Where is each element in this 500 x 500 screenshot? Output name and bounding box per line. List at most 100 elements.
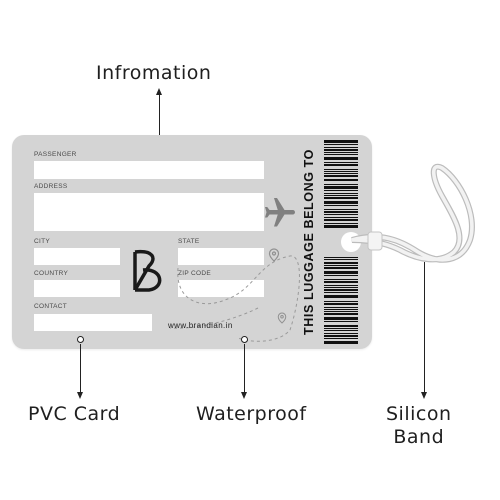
barcode-bar	[324, 333, 358, 334]
barcode-bar	[324, 211, 358, 213]
barcode-bar	[324, 289, 358, 291]
barcode-bar	[324, 287, 358, 288]
barcode-bar	[324, 152, 358, 153]
barcode-bar	[324, 311, 358, 312]
barcode-bar	[324, 193, 358, 194]
barcode-bar	[324, 267, 358, 269]
callout-line-silicon	[424, 262, 426, 392]
barcode-bar	[324, 140, 358, 143]
dashed-route-line-2	[169, 307, 259, 329]
barcode-bar	[324, 149, 358, 151]
dashed-route-line	[177, 255, 300, 342]
luggage-tag-card: PASSENGER ADDRESS CITY STATE COUNTRY ZIP…	[12, 135, 372, 349]
barcode-bar	[324, 162, 358, 163]
state-label: STATE	[178, 238, 200, 245]
barcode-bar	[324, 175, 358, 177]
barcode-bar	[324, 171, 358, 172]
barcode-bar	[324, 195, 358, 196]
barcode-bar	[324, 292, 358, 293]
barcode-bar	[324, 281, 358, 283]
barcode-bar	[324, 259, 358, 260]
barcode-bar	[324, 169, 358, 170]
barcode-bar	[324, 173, 358, 174]
callout-dot-waterproof	[241, 336, 248, 343]
barcode-bar	[324, 330, 358, 331]
barcode-bar	[324, 147, 358, 148]
barcode-bar	[324, 307, 358, 308]
zip-code-field[interactable]	[178, 280, 264, 297]
barcode-bar	[324, 217, 358, 218]
barcode	[324, 140, 358, 344]
barcode-bar	[324, 279, 358, 280]
callout-arrow-down	[421, 392, 427, 399]
city-field[interactable]	[34, 248, 120, 265]
airplane-icon	[265, 198, 295, 227]
address-field[interactable]	[34, 193, 264, 231]
barcode-bar	[324, 209, 358, 210]
barcode-bar	[324, 325, 358, 327]
location-pin-icon	[268, 248, 280, 262]
barcode-bar	[324, 197, 358, 199]
contact-label: CONTACT	[34, 303, 68, 310]
barcode-bar	[324, 271, 358, 274]
barcode-bar	[324, 317, 358, 320]
barcode-bar	[324, 219, 358, 221]
band-clasp	[367, 231, 383, 251]
barcode-bar	[324, 225, 358, 228]
website-text: www.brandian.in	[168, 321, 233, 330]
city-label: CITY	[34, 238, 51, 245]
callout-line-pvc	[80, 344, 82, 392]
country-label: COUNTRY	[34, 270, 69, 277]
barcode-bar	[324, 328, 358, 329]
barcode-bar	[324, 285, 358, 286]
passenger-label: PASSENGER	[34, 151, 77, 158]
callout-silicon-line1: Silicon	[386, 403, 452, 425]
barcode-bar	[324, 275, 358, 276]
callout-waterproof: Waterproof	[196, 403, 307, 425]
barcode-bar	[324, 164, 358, 166]
barcode-bar	[324, 201, 358, 204]
callout-pvc-card: PVC Card	[28, 403, 121, 425]
barcode-bar	[324, 341, 358, 344]
passenger-field[interactable]	[34, 161, 264, 179]
barcode-bar	[324, 303, 358, 305]
barcode-bar	[324, 144, 358, 145]
barcode-bar	[324, 223, 358, 224]
country-field[interactable]	[34, 280, 120, 297]
zip-code-label: ZIP CODE	[178, 270, 211, 277]
address-label: ADDRESS	[34, 183, 68, 190]
contact-field[interactable]	[34, 314, 152, 331]
barcode-bar	[324, 157, 358, 160]
barcode-bar	[324, 313, 358, 315]
barcode-bar	[324, 301, 358, 302]
brand-logo	[133, 249, 162, 292]
callout-arrow-down	[241, 392, 247, 399]
callout-line-information	[159, 94, 161, 149]
callout-dot-pvc	[77, 336, 84, 343]
barcode-bar	[324, 190, 358, 191]
state-field[interactable]	[178, 248, 264, 265]
barcode-bar	[324, 214, 358, 215]
callout-silicon-line2: Band	[393, 426, 445, 448]
callout-line-waterproof	[244, 344, 246, 392]
barcode-bar	[324, 321, 358, 322]
location-pin-icon	[277, 312, 287, 324]
barcode-bar	[324, 186, 358, 189]
callout-silicon-band: Silicon Band	[386, 403, 452, 449]
barcode-bar	[324, 179, 358, 181]
callout-information: Infromation	[96, 62, 212, 84]
barcode-bar	[324, 309, 358, 310]
barcode-bar	[324, 257, 358, 258]
callout-arrow-down	[77, 392, 83, 399]
barcode-bar	[324, 184, 358, 185]
barcode-bar	[324, 205, 358, 206]
callout-arrow-up	[156, 88, 162, 95]
barcode-bar	[324, 265, 358, 266]
barcode-bar	[324, 335, 358, 337]
barcode-bar	[324, 338, 358, 339]
barcode-bar	[324, 262, 358, 264]
barcode-bar	[324, 154, 358, 155]
barcode-bar	[324, 295, 358, 298]
